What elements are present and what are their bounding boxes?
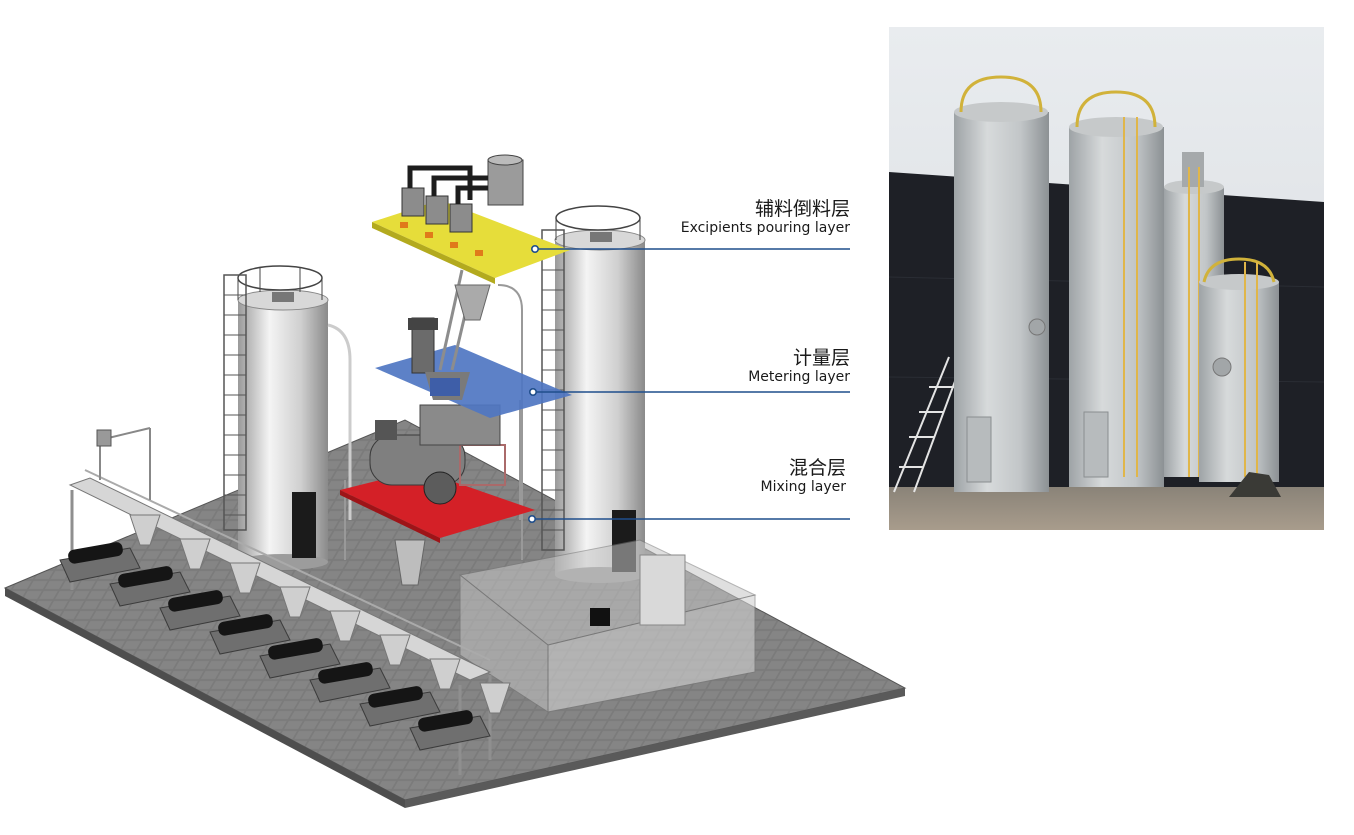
metering-layer-platform (375, 317, 572, 418)
plant-3d-diagram (3, 154, 907, 808)
glass-room (458, 539, 757, 713)
excipients-layer-platform (372, 154, 570, 284)
feeder-unit (259, 610, 361, 679)
mixing-layer-platform (340, 404, 535, 543)
feeder-unit (409, 682, 511, 751)
label-zh: 混合层 (788, 457, 846, 479)
label-excipients-pouring-layer: 辅料倒料层 Excipients pouring layer (681, 198, 850, 237)
feeder-unit (309, 634, 411, 703)
feeder-unit (359, 658, 461, 727)
feeder-units (59, 514, 511, 751)
silo-left (223, 265, 352, 570)
silo-photo (889, 27, 1324, 530)
feeder-unit (109, 538, 211, 607)
label-en: Metering layer (748, 369, 850, 385)
feeder-unit (159, 562, 261, 631)
label-zh: 计量层 (792, 347, 850, 369)
label-en: Mixing layer (760, 479, 846, 495)
feeder-unit (209, 586, 311, 655)
cyclone-hopper (454, 284, 491, 321)
label-mixing-layer: 混合层 Mixing layer (761, 457, 846, 496)
feeder-unit (59, 514, 161, 583)
label-en: Excipients pouring layer (680, 220, 850, 236)
label-zh: 辅料倒料层 (754, 198, 850, 220)
label-metering-layer: 计量层 Metering layer (748, 347, 850, 386)
discharge-hopper (394, 539, 426, 586)
